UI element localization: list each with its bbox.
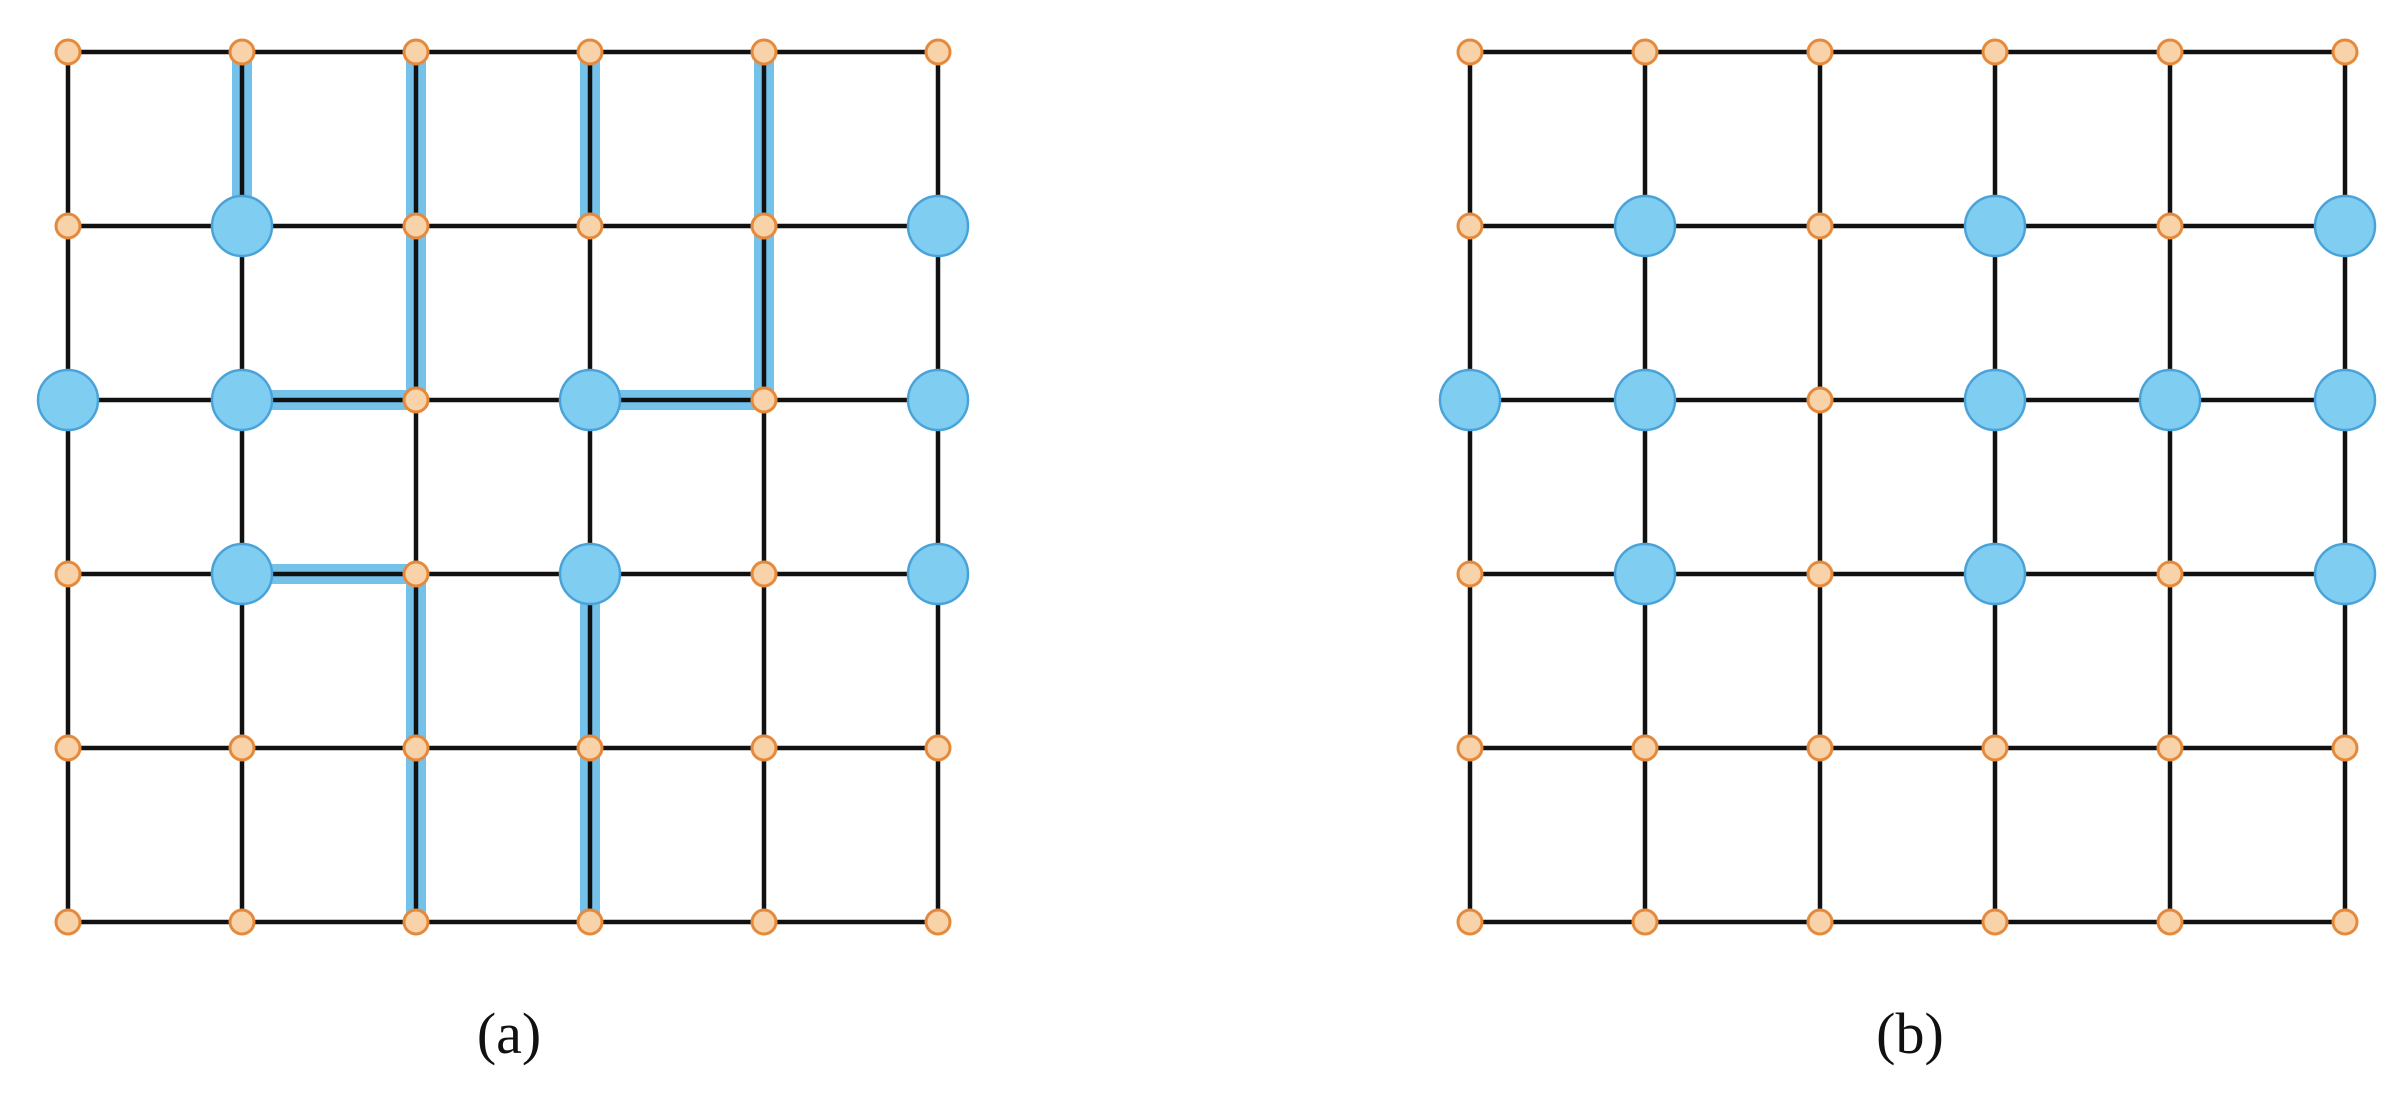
small-node [750, 38, 778, 66]
small-node [402, 386, 430, 414]
large-node [2138, 368, 2202, 432]
large-node [1613, 368, 1677, 432]
panel-a-caption: (a) [476, 1001, 542, 1066]
small-node [1806, 734, 1834, 762]
small-node [2156, 908, 2184, 936]
large-node [2313, 194, 2377, 258]
small-node [750, 386, 778, 414]
small-node [228, 908, 256, 936]
small-node [54, 908, 82, 936]
small-node [1456, 560, 1484, 588]
small-node [1806, 38, 1834, 66]
small-node [1981, 734, 2009, 762]
small-node [576, 734, 604, 762]
large-node [210, 368, 274, 432]
large-node [36, 368, 100, 432]
small-node [1631, 908, 1659, 936]
large-node [1613, 194, 1677, 258]
small-node [750, 908, 778, 936]
small-node [402, 212, 430, 240]
small-node [402, 560, 430, 588]
small-node [1981, 38, 2009, 66]
small-node [54, 38, 82, 66]
small-node [750, 734, 778, 762]
large-node [1963, 542, 2027, 606]
small-node [576, 38, 604, 66]
small-node [750, 560, 778, 588]
small-node [750, 212, 778, 240]
small-node [1456, 908, 1484, 936]
small-node [402, 908, 430, 936]
lattice-panel-a [36, 38, 970, 936]
large-node [906, 194, 970, 258]
small-node [576, 908, 604, 936]
small-node [1631, 38, 1659, 66]
small-node [1981, 908, 2009, 936]
large-node [2313, 368, 2377, 432]
small-node [1456, 212, 1484, 240]
small-node [576, 212, 604, 240]
small-node [54, 560, 82, 588]
small-node [2331, 734, 2359, 762]
small-node [1806, 560, 1834, 588]
small-node [2156, 734, 2184, 762]
small-node [924, 38, 952, 66]
large-node [1963, 368, 2027, 432]
small-node [1631, 734, 1659, 762]
small-node [228, 734, 256, 762]
small-node [402, 734, 430, 762]
small-node [1456, 734, 1484, 762]
small-node [1806, 908, 1834, 936]
small-node [2156, 560, 2184, 588]
panel-b-caption: (b) [1876, 1001, 1944, 1066]
small-node [2156, 212, 2184, 240]
lattice-panel-b [1438, 38, 2377, 936]
small-node [1806, 212, 1834, 240]
large-node [1613, 542, 1677, 606]
large-node [210, 542, 274, 606]
large-node [210, 194, 274, 258]
small-node [228, 38, 256, 66]
large-node [558, 542, 622, 606]
small-node [2156, 38, 2184, 66]
small-node [1456, 38, 1484, 66]
small-node [924, 734, 952, 762]
large-node [906, 542, 970, 606]
small-node [2331, 38, 2359, 66]
small-node [54, 734, 82, 762]
large-node [558, 368, 622, 432]
large-node [906, 368, 970, 432]
small-node [54, 212, 82, 240]
large-node [1438, 368, 1502, 432]
large-node [2313, 542, 2377, 606]
small-node [1806, 386, 1834, 414]
small-node [924, 908, 952, 936]
small-node [402, 38, 430, 66]
small-node [2331, 908, 2359, 936]
large-node [1963, 194, 2027, 258]
